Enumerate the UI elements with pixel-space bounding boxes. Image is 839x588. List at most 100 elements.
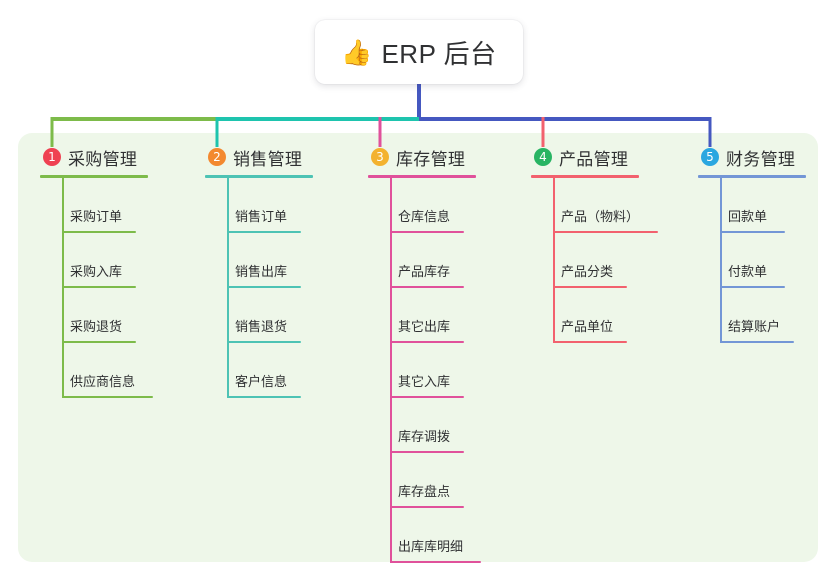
column-title: 财务管理 bbox=[726, 149, 796, 169]
column-1: 1 采购管理采购订单采购入库采购退货供应商信息 bbox=[40, 144, 153, 398]
column-header-4[interactable]: 4 产品管理 bbox=[531, 144, 639, 170]
list-item-underline bbox=[391, 451, 464, 453]
list-item[interactable]: 库存调拨 bbox=[368, 398, 476, 453]
list-item-underline bbox=[391, 286, 464, 288]
column-spine bbox=[62, 178, 64, 398]
column-underline bbox=[698, 175, 806, 178]
list-item-label: 其它出库 bbox=[398, 319, 451, 334]
list-item[interactable]: 采购订单 bbox=[40, 178, 148, 233]
column-underline bbox=[531, 175, 639, 178]
list-item[interactable]: 产品库存 bbox=[368, 233, 476, 288]
list-item-underline bbox=[391, 506, 464, 508]
list-item-label: 销售订单 bbox=[235, 209, 288, 224]
column-header-3[interactable]: 3 库存管理 bbox=[368, 144, 476, 170]
column-4: 4 产品管理产品（物料） 产品分类产品单位 bbox=[531, 144, 658, 343]
list-item[interactable]: 仓库信息 bbox=[368, 178, 476, 233]
list-item-underline bbox=[391, 231, 464, 233]
column-spine bbox=[553, 178, 555, 343]
root-node[interactable]: 👍 ERP 后台 bbox=[315, 20, 523, 84]
list-item-label: 销售退货 bbox=[235, 319, 288, 334]
list-item-underline bbox=[721, 286, 785, 288]
list-item-underline bbox=[391, 561, 481, 563]
list-item-label: 结算账户 bbox=[728, 319, 781, 334]
list-item[interactable]: 出库库明细 bbox=[368, 508, 481, 563]
column-spine bbox=[390, 178, 392, 563]
column-items: 回款单付款单结算账户 bbox=[698, 178, 806, 343]
list-item-label: 产品分类 bbox=[561, 264, 614, 279]
column-2: 2 销售管理销售订单销售出库销售退货客户信息 bbox=[205, 144, 313, 398]
list-item-underline bbox=[391, 341, 464, 343]
list-item-underline bbox=[228, 231, 301, 233]
list-item[interactable]: 产品分类 bbox=[531, 233, 639, 288]
list-item-label: 库存调拨 bbox=[398, 429, 451, 444]
list-item[interactable]: 结算账户 bbox=[698, 288, 806, 343]
list-item[interactable]: 付款单 bbox=[698, 233, 806, 288]
list-item-underline bbox=[63, 231, 136, 233]
column-badge-icon: 5 bbox=[701, 148, 719, 166]
list-item-underline bbox=[228, 396, 301, 398]
list-item-label: 客户信息 bbox=[235, 374, 288, 389]
list-item-label: 销售出库 bbox=[235, 264, 288, 279]
list-item-underline bbox=[554, 231, 658, 233]
column-badge-icon: 2 bbox=[208, 148, 226, 166]
list-item-underline bbox=[228, 286, 301, 288]
column-title: 采购管理 bbox=[68, 149, 138, 169]
list-item-underline bbox=[228, 341, 301, 343]
thumbs-up-icon: 👍 bbox=[341, 38, 373, 67]
list-item[interactable]: 销售退货 bbox=[205, 288, 313, 343]
list-item-label: 产品单位 bbox=[561, 319, 614, 334]
list-item[interactable]: 产品（物料） bbox=[531, 178, 658, 233]
column-items: 产品（物料） 产品分类产品单位 bbox=[531, 178, 658, 343]
root-title: ERP 后台 bbox=[381, 38, 497, 69]
list-item-label: 出库库明细 bbox=[398, 539, 464, 554]
list-item-label: 采购退货 bbox=[70, 319, 123, 334]
column-header-5[interactable]: 5 财务管理 bbox=[698, 144, 806, 170]
column-spine bbox=[720, 178, 722, 343]
list-item-label: 产品库存 bbox=[398, 264, 451, 279]
list-item-label: 采购订单 bbox=[70, 209, 123, 224]
list-item-underline bbox=[63, 396, 153, 398]
column-badge-icon: 4 bbox=[534, 148, 552, 166]
list-item-underline bbox=[721, 231, 785, 233]
column-badge-icon: 1 bbox=[43, 148, 61, 166]
list-item[interactable]: 产品单位 bbox=[531, 288, 639, 343]
list-item[interactable]: 客户信息 bbox=[205, 343, 313, 398]
column-underline bbox=[368, 175, 476, 178]
column-spine bbox=[227, 178, 229, 398]
diagram-panel bbox=[18, 133, 818, 562]
column-3: 3 库存管理仓库信息产品库存其它出库其它入库库存调拨库存盘点出库库明细 bbox=[368, 144, 481, 563]
list-item[interactable]: 其它出库 bbox=[368, 288, 476, 343]
column-underline bbox=[205, 175, 313, 178]
list-item[interactable]: 库存盘点 bbox=[368, 453, 476, 508]
column-title: 库存管理 bbox=[396, 149, 466, 169]
column-badge-icon: 3 bbox=[371, 148, 389, 166]
list-item[interactable]: 销售订单 bbox=[205, 178, 313, 233]
list-item-label: 采购入库 bbox=[70, 264, 123, 279]
list-item[interactable]: 销售出库 bbox=[205, 233, 313, 288]
list-item-label: 付款单 bbox=[728, 264, 768, 279]
list-item[interactable]: 采购入库 bbox=[40, 233, 148, 288]
column-items: 仓库信息产品库存其它出库其它入库库存调拨库存盘点出库库明细 bbox=[368, 178, 481, 563]
list-item-underline bbox=[554, 341, 627, 343]
list-item-label: 其它入库 bbox=[398, 374, 451, 389]
list-item-label: 库存盘点 bbox=[398, 484, 451, 499]
list-item[interactable]: 供应商信息 bbox=[40, 343, 153, 398]
column-items: 销售订单销售出库销售退货客户信息 bbox=[205, 178, 313, 398]
list-item[interactable]: 回款单 bbox=[698, 178, 806, 233]
column-title: 产品管理 bbox=[559, 149, 629, 169]
list-item-underline bbox=[721, 341, 794, 343]
list-item-label: 仓库信息 bbox=[398, 209, 451, 224]
list-item-label: 产品（物料） bbox=[561, 209, 640, 224]
list-item[interactable]: 采购退货 bbox=[40, 288, 148, 343]
column-title: 销售管理 bbox=[233, 149, 303, 169]
list-item-label: 回款单 bbox=[728, 209, 768, 224]
list-item-label: 供应商信息 bbox=[70, 374, 136, 389]
column-underline bbox=[40, 175, 148, 178]
list-item[interactable]: 其它入库 bbox=[368, 343, 476, 398]
list-item-underline bbox=[63, 341, 136, 343]
column-header-1[interactable]: 1 采购管理 bbox=[40, 144, 148, 170]
column-header-2[interactable]: 2 销售管理 bbox=[205, 144, 313, 170]
column-items: 采购订单采购入库采购退货供应商信息 bbox=[40, 178, 153, 398]
list-item-underline bbox=[391, 396, 464, 398]
